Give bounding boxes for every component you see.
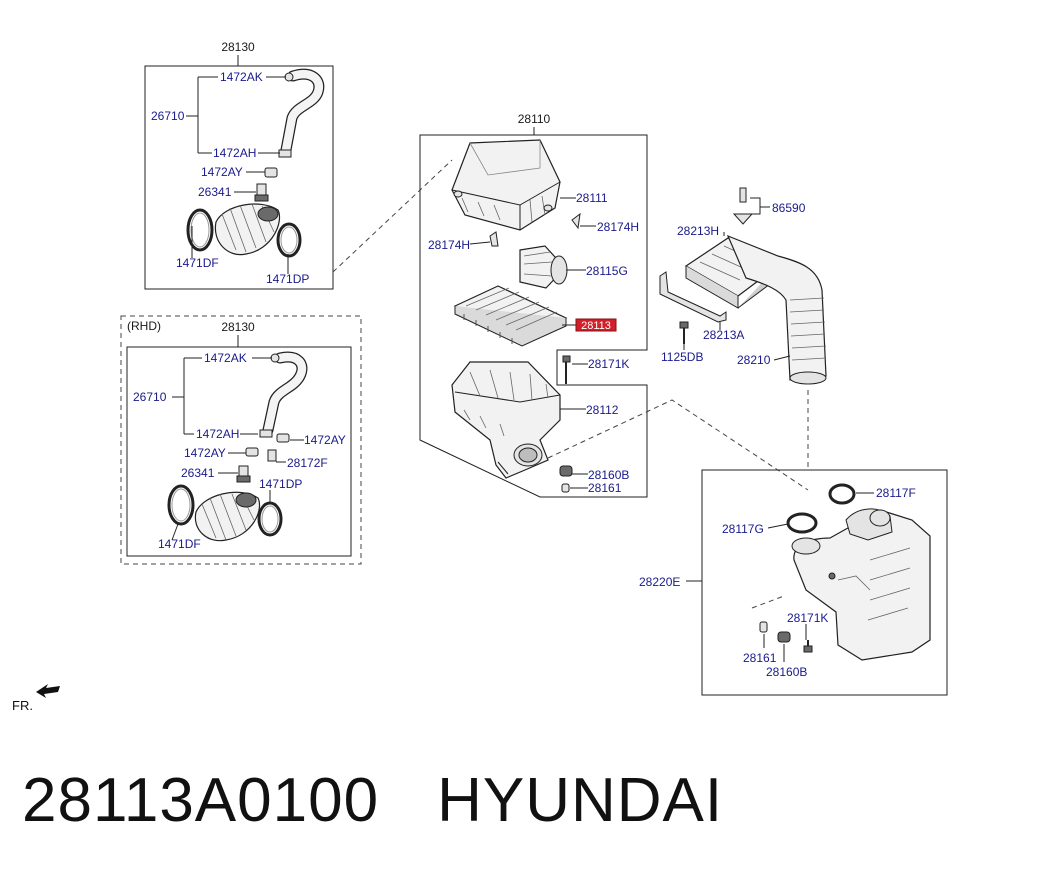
label-28117g: 28117G	[722, 522, 764, 536]
group-header: 28130	[221, 40, 255, 54]
grommet-28160b	[559, 465, 573, 477]
front-direction-indicator: FR.	[12, 684, 60, 713]
ring-28117f	[828, 483, 856, 505]
label-1125db: 1125DB	[661, 350, 703, 364]
group-header-28110: 28110	[518, 112, 551, 126]
label-28111: 28111	[576, 191, 608, 205]
label-28213a: 28213A	[703, 328, 744, 342]
group-28110-air-cleaner: 28110	[419, 112, 648, 498]
clamp-1471df	[186, 208, 214, 252]
label-28161-b: 28161	[743, 651, 777, 665]
label-1472ay-rhd-b: 1472AY	[184, 446, 226, 460]
label-1471dp: 1471DP	[266, 272, 309, 286]
air-duct-28210	[726, 234, 827, 385]
label-28174h-a: 28174H	[597, 220, 639, 234]
front-label: FR.	[12, 698, 33, 713]
bolt-1125db	[679, 321, 689, 344]
collar-28161	[561, 483, 570, 493]
bolt-28171k-b	[803, 640, 813, 653]
front-arrow-icon	[36, 684, 60, 698]
hose-26710	[278, 68, 325, 158]
brand-name: HYUNDAI	[437, 766, 724, 835]
label-28171k: 28171K	[588, 357, 629, 371]
ring-28117g	[786, 512, 818, 534]
label-28172f: 28172F	[287, 456, 328, 470]
label-28113: 28113	[581, 320, 611, 332]
clip-1472ay	[264, 167, 278, 178]
label-1471dp-rhd: 1471DP	[259, 477, 302, 491]
label-28160b: 28160B	[588, 468, 629, 482]
air-cleaner-cover-28111	[451, 139, 561, 231]
label-1472ah: 1472AH	[213, 146, 256, 160]
highlight-28113: 28113	[575, 318, 617, 332]
clip-28174h-b	[489, 231, 499, 247]
label-1472ak-rhd: 1472AK	[204, 351, 247, 365]
group-frame-28110	[419, 134, 648, 498]
group-frame-28220e	[701, 469, 948, 696]
clip-86590	[732, 187, 754, 225]
part-caption: 28113A0100 HYUNDAI	[22, 765, 723, 836]
grommet-28160b-b	[777, 631, 791, 643]
label-26710-rhd: 26710	[133, 390, 167, 404]
label-1472ah-rhd: 1472AH	[196, 427, 239, 441]
group-28130-lhd: 28130	[144, 40, 334, 290]
filter-element-28113	[453, 285, 568, 347]
collar-28161-b	[759, 621, 768, 633]
group-header-rhd: 28130	[221, 320, 255, 334]
hose-26710-rhd	[259, 351, 308, 438]
group-frame	[144, 65, 334, 290]
label-28112: 28112	[586, 403, 619, 417]
label-1472ay: 1472AY	[201, 165, 243, 179]
label-28210: 28210	[737, 353, 771, 367]
label-26341: 26341	[198, 185, 232, 199]
air-cleaner-body-28112	[451, 361, 561, 479]
label-28171k-b: 28171K	[787, 611, 828, 625]
label-1472ay-rhd-a: 1472AY	[304, 433, 346, 447]
sensor-26341	[254, 183, 269, 202]
part-number: 28113A0100	[22, 766, 380, 835]
label-28220e: 28220E	[639, 575, 680, 589]
label-28115g: 28115G	[586, 264, 628, 278]
group-28220e: 28220E 28117F 28117G 28171K 281	[639, 469, 948, 696]
label-28213h: 28213H	[677, 224, 719, 238]
rhd-frame	[120, 315, 362, 565]
label-1471df: 1471DF	[176, 256, 219, 270]
label-28160b-b: 28160B	[766, 665, 807, 679]
rhd-tag: (RHD)	[127, 319, 161, 333]
bolt-28171k	[562, 355, 571, 384]
label-1471df-rhd: 1471DF	[158, 537, 201, 551]
label-26341-rhd: 26341	[181, 466, 215, 480]
label-28161: 28161	[588, 481, 622, 495]
group-28210-duct: 86590 28213H 28213A 1125DB 28210	[659, 187, 827, 385]
group-28130-rhd: (RHD) 28130	[120, 315, 362, 565]
resonator-body-28220e	[791, 508, 931, 661]
label-28117f: 28117F	[876, 486, 916, 500]
label-28174h-b: 28174H	[428, 238, 470, 252]
label-86590: 86590	[772, 201, 806, 215]
label-1472ak: 1472AK	[220, 70, 263, 84]
duct-28115g	[519, 245, 568, 289]
clamp-1471dp	[276, 222, 302, 258]
intake-bellows	[214, 203, 280, 256]
label-26710: 26710	[151, 109, 185, 123]
bracket-28213a	[659, 271, 727, 323]
clip-28174h-a	[571, 212, 581, 230]
